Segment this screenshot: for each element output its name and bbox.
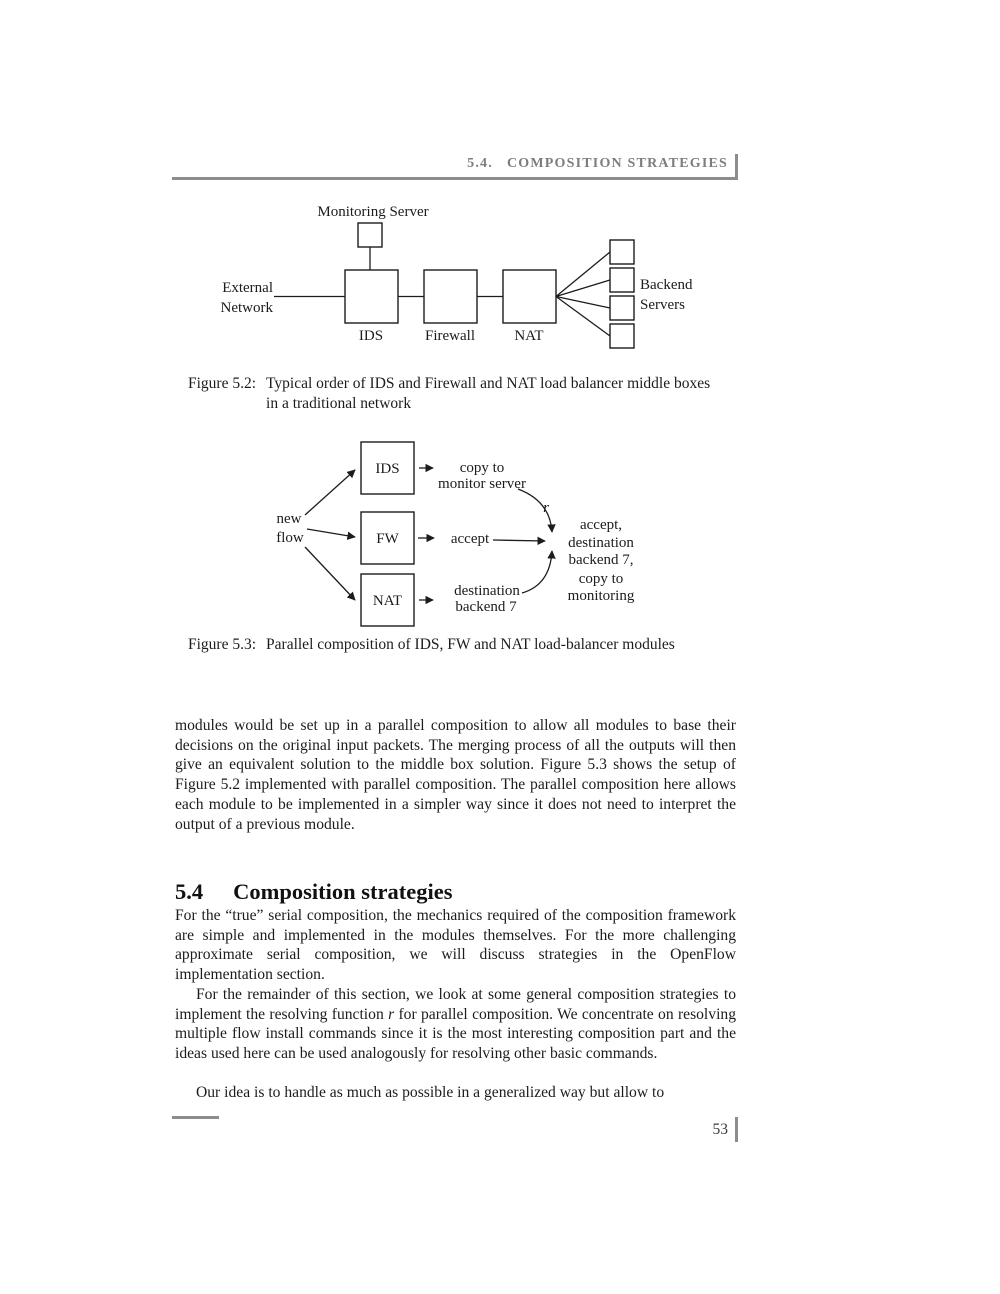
fw-module-box: [360, 511, 415, 565]
header-rule: [172, 177, 735, 180]
backend-server-box-4: [609, 323, 635, 349]
figure-5-3-caption-text: Parallel composition of IDS, FW and NAT …: [266, 636, 675, 653]
backend-server-box-1: [609, 239, 635, 265]
firewall-label: Firewall: [425, 328, 475, 344]
ids-output-label-line2: monitor server: [438, 476, 526, 492]
paragraph-3: For the remainder of this section, we lo…: [175, 985, 736, 1064]
newflow-ids-arrow: [304, 469, 356, 516]
nat-label: NAT: [514, 328, 543, 344]
merge-line-middle: [492, 536, 546, 546]
merged-result-line4: copy to: [579, 571, 624, 587]
section-title: Composition strategies: [233, 878, 453, 904]
paragraph-2: For the “true” serial composition, the m…: [175, 907, 736, 984]
figure-5-2-caption-label: Figure 5.2:: [188, 375, 257, 392]
running-head-title: COMPOSITION STRATEGIES: [506, 156, 728, 171]
paragraph-3-text-after: for parallel composition. We concentrate…: [175, 1005, 736, 1063]
merged-result-line1: accept,: [580, 517, 622, 533]
ids-output-label-line1: copy to: [460, 460, 505, 476]
nat-output-label-line2: backend 7: [455, 599, 517, 615]
nat-module-box: [360, 573, 415, 627]
nat-backend4-connector: [555, 295, 611, 337]
paragraph-4: Our idea is to handle as much as possibl…: [196, 1084, 665, 1101]
paragraph-1: modules would be set up in a parallel co…: [175, 717, 736, 833]
figure-5-3-caption: Figure 5.3: Parallel composition of IDS,…: [188, 635, 718, 655]
new-flow-label-line2: flow: [276, 530, 304, 546]
ids-module-label: IDS: [375, 461, 399, 477]
nat-box: [502, 269, 557, 324]
figure-5-3-diagram: new flow IDS FW NAT copy to monitor serv…: [276, 441, 635, 627]
backend-servers-label-line2: Servers: [640, 297, 685, 313]
figure-5-3-caption-label: Figure 5.3:: [188, 636, 257, 653]
header-corner-tick: [735, 154, 738, 180]
merge-curve-top: [517, 488, 556, 533]
nat-backend2-connector: [555, 279, 611, 298]
paragraph-3-text-before: For the remainder of this section, we lo…: [175, 986, 736, 1023]
figure-5-2-diagram: Monitoring Server External Network IDS F…: [221, 204, 693, 349]
newflow-nat-arrow: [304, 546, 356, 601]
ids-box: [344, 269, 399, 324]
running-head: 5.4. COMPOSITION STRATEGIES: [172, 156, 728, 172]
merged-result-line5: monitoring: [568, 588, 635, 604]
merged-result-line3: backend 7,: [569, 552, 634, 568]
new-flow-label-line1: new: [277, 511, 302, 527]
merge-curve-bottom: [521, 550, 556, 594]
external-network-label-line2: Network: [221, 300, 274, 316]
backend-server-box-2: [609, 267, 635, 293]
monitoring-server-box: [357, 222, 383, 248]
newflow-fw-arrow: [306, 528, 356, 540]
ids-module-box: [360, 441, 415, 495]
resolver-variable: r: [388, 1005, 395, 1023]
nat-backend3-connector: [555, 295, 611, 309]
fw-module-label: FW: [376, 531, 399, 547]
footer-corner-tick: [735, 1117, 738, 1142]
fw-output-label: accept: [451, 531, 490, 547]
footer-rule: [172, 1116, 219, 1119]
figure-5-2-caption: Figure 5.2: Typical order of IDS and Fir…: [188, 374, 718, 413]
page-number: 53: [712, 1121, 729, 1138]
backend-servers-label-line1: Backend: [640, 277, 693, 293]
ids-label: IDS: [359, 328, 383, 344]
resolver-function-label: r: [543, 500, 549, 516]
monitoring-server-label: Monitoring Server: [317, 204, 428, 220]
section-number: 5.4: [175, 878, 204, 904]
nat-output-label-line1: destination: [454, 583, 520, 599]
backend-server-box-3: [609, 295, 635, 321]
nat-module-label: NAT: [373, 593, 402, 609]
figure-5-2-caption-text: Typical order of IDS and Firewall and NA…: [266, 375, 711, 412]
firewall-box: [423, 269, 478, 324]
section-heading: 5.4 Composition strategies: [175, 879, 452, 905]
running-head-section-number: 5.4.: [467, 156, 493, 171]
nat-backend1-connector: [555, 251, 611, 298]
external-network-label-line1: External: [222, 280, 273, 296]
merged-result-line2: destination: [568, 535, 634, 551]
